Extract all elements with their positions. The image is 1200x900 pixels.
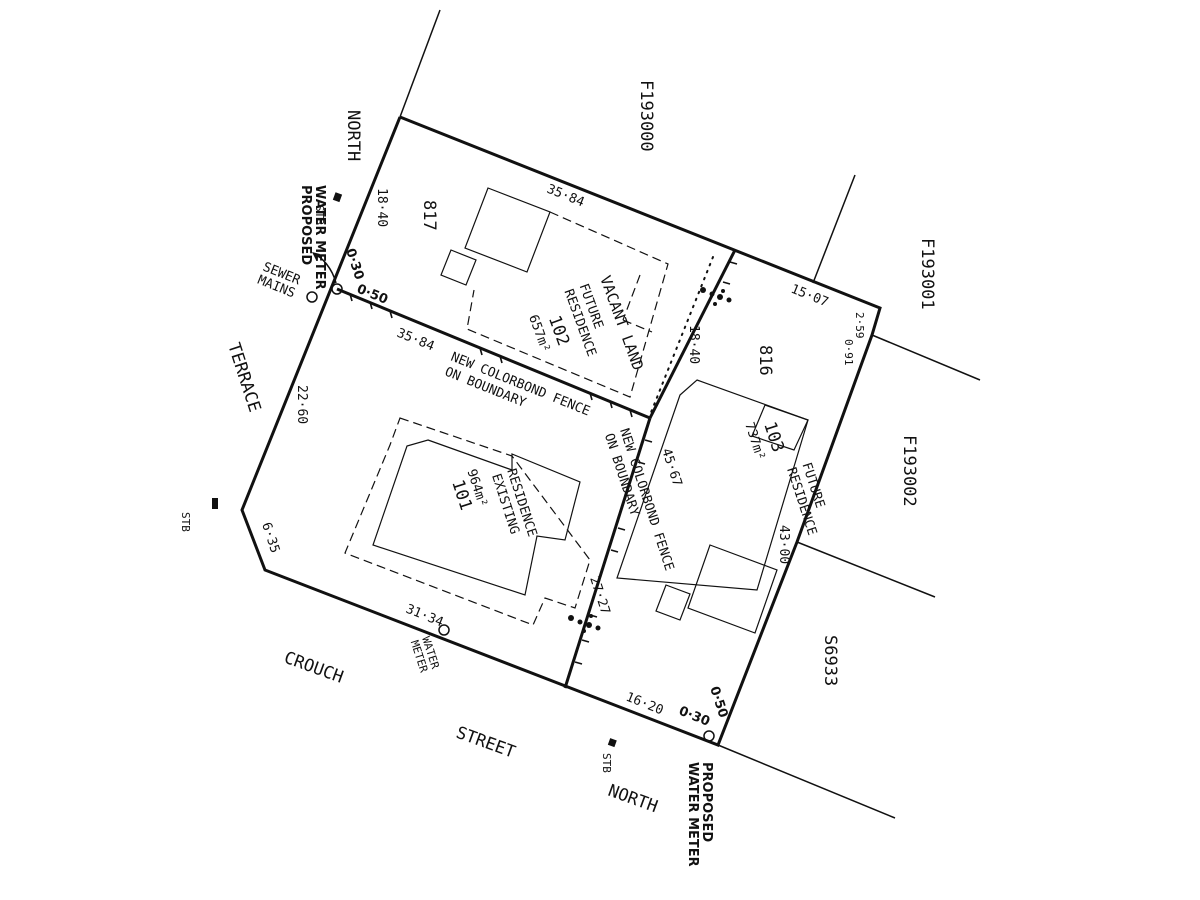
tree-symbol-icon [568,287,732,633]
lot-division-line-lower [563,417,652,689]
svg-text:WATER METER: WATER METER [685,762,700,867]
neighbour-label: F193002 [899,435,919,507]
dimension-label: 45·67 [658,447,684,489]
svg-text:CROUCH: CROUCH [281,648,346,688]
dimension-label: 16·20 [624,690,666,719]
street-label-street: STREET [453,723,518,763]
svg-text:WATER METER: WATER METER [312,185,327,290]
proposed-water-meter-marker-nw [331,283,343,295]
svg-text:35·84: 35·84 [545,182,587,211]
svg-text:F193001: F193001 [917,238,937,310]
boundary-line-ne [812,174,856,284]
svg-text:PROPOSED: PROPOSED [699,762,714,842]
water-meter-marker [438,624,450,636]
stb-label: STB [179,512,192,532]
dimension-label: 43·00 [776,525,791,564]
svg-text:TERRACE: TERRACE [223,340,264,414]
lot-division-line-horizontal [336,287,651,420]
dimension-label: 0·30 [677,704,712,730]
street-label-north-terrace-terrace: TERRACE [223,340,264,414]
svg-text:S6933: S6933 [820,635,840,686]
svg-text:PROPOSED: PROPOSED [298,185,313,265]
lot-101-footprint [344,417,591,626]
neighbour-label: S6933 [820,635,840,686]
svg-text:816: 816 [755,345,775,376]
svg-text:STB: STB [600,753,613,773]
svg-text:NORTH: NORTH [343,110,363,161]
dimension-label: 0·30 [342,247,366,282]
svg-text:STREET: STREET [453,723,518,763]
svg-text:43·00: 43·00 [776,525,791,564]
fence-ticks-horizontal [349,293,633,418]
lot-101-labels: 101 964m² EXISTING RESIDENCE [447,467,539,539]
svg-text:16·20: 16·20 [624,690,666,719]
street-label-north: NORTH [605,781,660,817]
dimension-label: 35·84 [395,326,437,355]
site-boundary [240,115,882,747]
neighbour-label: F193001 [917,238,937,310]
stb-marker-icon [607,738,617,748]
dimension-label: 35·84 [545,182,587,211]
lot-reference-label: 816 [755,345,775,376]
svg-text:2·59: 2·59 [853,312,866,339]
stb-marker-icon [332,192,343,203]
proposed-water-meter-label-nw: PROPOSED WATER METER [298,185,327,290]
dimension-label: 18·40 [374,188,389,227]
svg-text:0·30: 0·30 [677,704,712,730]
street-label-crouch: CROUCH [281,648,346,688]
fence-ticks-vertical [574,261,738,665]
boundary-line-se [717,744,896,819]
svg-text:18·40: 18·40 [686,325,701,364]
svg-text:45·67: 45·67 [658,447,684,489]
boundary-line-e2 [796,541,936,598]
svg-text:6·35: 6·35 [258,521,282,555]
dotted-boundary-line [649,256,714,416]
svg-text:NORTH: NORTH [605,781,660,817]
stb-marker-icon [212,498,218,509]
boundary-line-e1 [871,334,981,381]
lot-103-footprint [616,379,809,634]
stb-label: STB [600,753,613,773]
svg-text:35·84: 35·84 [395,326,437,355]
svg-text:STB: STB [313,205,326,225]
proposed-water-meter-marker-se [703,730,715,742]
arrow-head-icon [312,252,320,260]
svg-text:STB: STB [179,512,192,532]
svg-text:0·91: 0·91 [842,339,855,366]
lot-division-line-upper [648,249,737,419]
svg-text:817: 817 [419,200,439,231]
dimension-label: 6·35 [258,521,282,555]
boundary-line-nw [399,9,441,118]
sewer-mains-label: SEWER MAINS [255,260,302,302]
sewer-mains-marker [306,291,318,303]
street-label-north-terrace-north: NORTH [343,110,363,161]
proposed-water-meter-label-se: PROPOSED WATER METER [685,762,714,867]
lot-reference-label: 817 [419,200,439,231]
dimension-label: 0·91 [842,339,855,366]
stb-label: STB [313,205,326,225]
neighbour-label: F193000 [636,80,656,152]
dimension-label: 22·60 [294,385,309,424]
svg-text:F193000: F193000 [636,80,656,152]
lot-102-labels: VACANT LAND FUTURE RESIDENCE 102 657m² [525,273,647,373]
svg-text:18·40: 18·40 [374,188,389,227]
dimension-label: 18·40 [686,325,701,364]
svg-text:22·60: 22·60 [294,385,309,424]
svg-text:F193002: F193002 [899,435,919,507]
dimension-label: 2·59 [853,312,866,339]
water-meter-label: WATER METER [408,635,442,675]
svg-text:0·30: 0·30 [342,247,366,282]
lot-102-footprint [440,187,669,398]
